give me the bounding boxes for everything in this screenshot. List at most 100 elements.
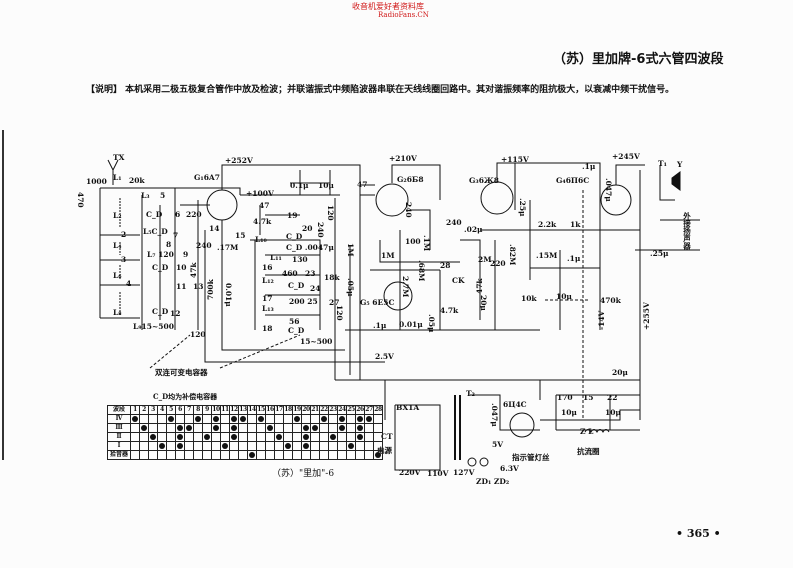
table-column-header: 7	[184, 405, 194, 415]
component-label: L₁₃	[262, 304, 274, 313]
table-cell	[202, 441, 212, 451]
page-title: （苏）里加牌-6式六管四波段	[553, 52, 724, 67]
table-row: Ⅲ	[107, 423, 383, 433]
contact-dot	[231, 424, 237, 431]
table-cell	[328, 450, 338, 460]
table-column-header: 20	[301, 405, 311, 415]
table-cell	[130, 414, 140, 424]
contact-dot	[303, 433, 309, 440]
table-cell	[346, 441, 356, 451]
component-label: T₁	[658, 159, 667, 168]
component-label: L₃	[141, 191, 150, 200]
component-label: 抗流圈	[577, 447, 600, 456]
component-label: 23	[305, 269, 316, 278]
table-cell	[355, 423, 365, 433]
table-cell	[346, 414, 356, 424]
component-label: 10μ	[318, 181, 334, 190]
table-cell	[265, 423, 275, 433]
table-cell	[319, 432, 329, 442]
component-label: .047μ	[490, 403, 499, 427]
component-label: .02μ	[464, 225, 483, 234]
component-label: Y	[677, 160, 683, 169]
table-cell	[247, 423, 257, 433]
row-label: Ⅲ	[107, 423, 131, 433]
component-label: 11	[176, 282, 187, 291]
table-cell	[310, 414, 320, 424]
table-cell	[292, 414, 302, 424]
component-label: +100V	[246, 189, 274, 198]
table-cell	[211, 414, 221, 424]
component-label: .17M	[217, 243, 239, 252]
component-label: 15	[235, 231, 246, 240]
table-cell	[310, 441, 320, 451]
contact-dot	[276, 433, 282, 440]
table-cell	[256, 423, 266, 433]
table-cell	[184, 414, 194, 424]
component-label: +252V	[225, 156, 253, 165]
table-cell	[247, 441, 257, 451]
tube-6ts4s	[509, 412, 535, 438]
component-label: 4	[126, 279, 132, 288]
component-label: 700k	[206, 279, 215, 300]
table-cell	[202, 423, 212, 433]
component-label: L₆	[113, 271, 122, 280]
table-cell	[265, 414, 275, 424]
table-caption: C_D均为补偿电容器	[153, 392, 218, 401]
table-column-header: 23	[328, 405, 338, 415]
component-label: L₁₂	[262, 276, 274, 285]
table-cell	[364, 450, 374, 460]
component-label: -14V	[597, 310, 606, 330]
tube-g1-6a7	[206, 189, 238, 221]
table-cell	[211, 423, 221, 433]
component-label: CT	[381, 432, 393, 441]
component-label: 0.1μ	[290, 181, 309, 190]
component-label: 2	[121, 230, 127, 239]
row-label: Ⅳ	[107, 414, 131, 424]
component-label: 18	[262, 324, 273, 333]
component-label: +255V	[642, 302, 651, 330]
table-cell	[373, 450, 383, 460]
component-label: 24	[310, 284, 321, 293]
component-label: 120	[326, 205, 335, 221]
component-label: 2M	[478, 255, 492, 264]
contact-dot	[213, 424, 219, 431]
row-label: 拾音器	[107, 450, 131, 460]
component-label: 130	[292, 255, 308, 264]
component-label: 19	[287, 211, 298, 220]
table-cell	[229, 441, 239, 451]
component-label: 18k	[324, 273, 340, 282]
component-label: .1μ	[373, 321, 387, 330]
table-cell	[328, 423, 338, 433]
component-label: 10μ	[605, 408, 621, 417]
component-label: .82M	[508, 244, 517, 266]
component-label: +115V	[501, 155, 529, 164]
component-label: L₂	[113, 211, 122, 220]
component-label: 20	[302, 224, 313, 233]
component-label: 220	[186, 210, 202, 219]
component-label: .1M	[422, 235, 431, 252]
table-cell	[202, 414, 212, 424]
component-label: 4.7k	[253, 217, 272, 226]
table-cell	[301, 432, 311, 442]
contact-dot	[312, 424, 318, 431]
contact-dot	[357, 424, 363, 431]
contact-dot	[204, 433, 210, 440]
tube-label-g1: G₁6A7	[194, 173, 220, 182]
table-cell	[130, 441, 140, 451]
contact-dot	[366, 415, 372, 422]
component-label: +210V	[389, 154, 417, 163]
table-cell	[292, 450, 302, 460]
component-label: 双连可变电容器	[155, 368, 208, 377]
table-cell	[247, 450, 257, 460]
table-row: Ⅳ	[107, 414, 383, 424]
table-cell	[265, 441, 275, 451]
contact-dot	[285, 442, 291, 449]
component-label: 6	[175, 210, 181, 219]
table-cell	[328, 414, 338, 424]
table-cell	[148, 432, 158, 442]
table-cell	[319, 450, 329, 460]
component-label: L₄	[113, 241, 122, 250]
component-label: 1k	[570, 220, 581, 229]
